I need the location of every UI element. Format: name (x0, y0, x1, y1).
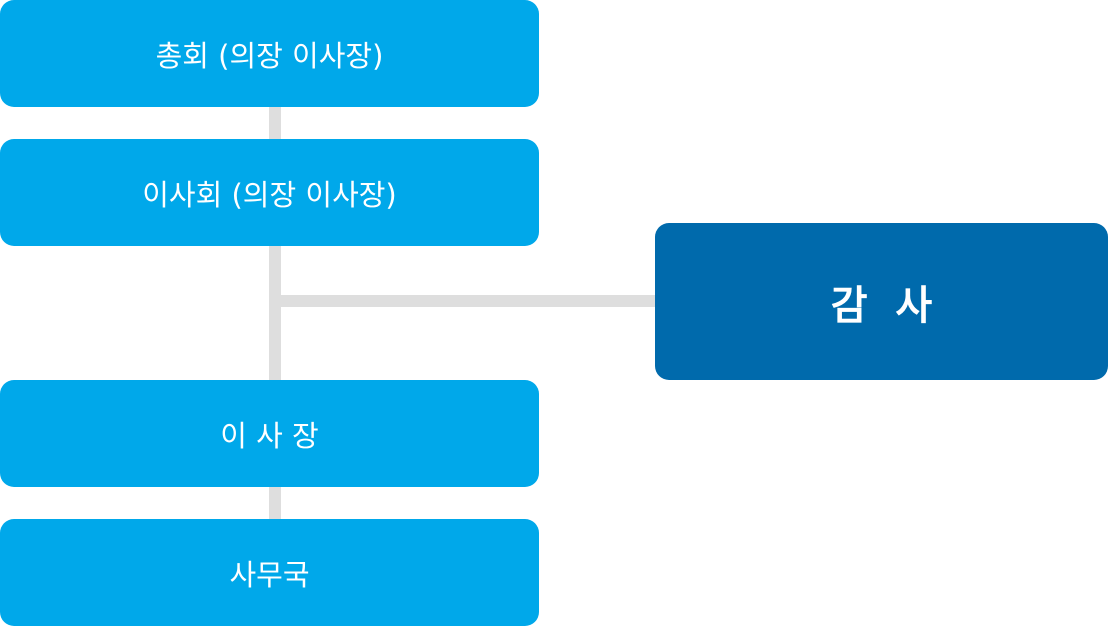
connector-board-to-chairman (269, 245, 281, 383)
chairman-label: 이 사 장 (220, 418, 319, 453)
connector-assembly-to-board (269, 106, 281, 142)
general-assembly-box: 총회 (의장 이사장) (0, 0, 539, 107)
secretariat-label: 사무국 (229, 557, 310, 592)
board-of-directors-label: 이사회 (의장 이사장) (142, 177, 397, 212)
general-assembly-label: 총회 (의장 이사장) (155, 38, 384, 73)
auditor-label: 감 사 (830, 282, 933, 329)
secretariat-box: 사무국 (0, 519, 539, 626)
board-of-directors-box: 이사회 (의장 이사장) (0, 139, 539, 246)
connector-chairman-to-secretariat (269, 486, 281, 522)
connector-to-auditor (269, 295, 659, 307)
chairman-box: 이 사 장 (0, 380, 539, 487)
auditor-box: 감 사 (655, 223, 1108, 380)
